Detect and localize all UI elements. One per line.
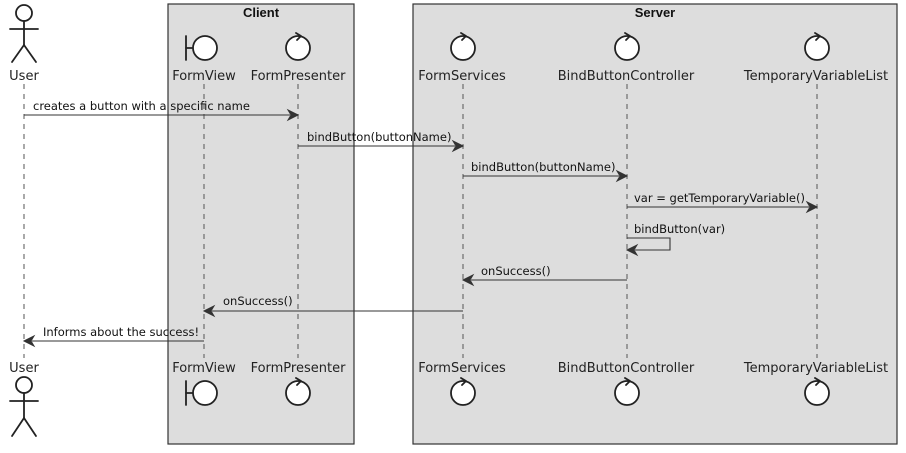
server-box-title: Server (635, 5, 675, 20)
participant-name-formservices-bottom: FormServices (418, 361, 506, 376)
participant-name-formpresenter-bottom: FormPresenter (251, 361, 347, 376)
participant-name-bindbuttoncontroller-bottom: BindButtonController (558, 361, 695, 376)
user-actor-icon-top (9, 4, 39, 63)
formservices-control-icon-bottom (450, 377, 476, 406)
user-actor-icon-bottom (9, 376, 39, 437)
message-5-label: bindButton(var) (634, 222, 725, 236)
temporaryvariablelist-control-icon-top (804, 32, 830, 61)
client-box: Client (167, 3, 355, 445)
formview-boundary-icon-bottom (185, 380, 218, 406)
message-1: creates a button with a specific name (24, 99, 300, 122)
bindbuttoncontroller-control-icon-top (614, 32, 640, 61)
server-box-background (412, 3, 898, 445)
message-2: bindButton(buttonName) (298, 130, 465, 153)
participant-name-temporaryvariablelist-bottom: TemporaryVariableList (743, 361, 888, 376)
message-3: bindButton(buttonName) (463, 160, 629, 183)
message-8-label: Informs about the success! (43, 325, 199, 339)
message-7-label: onSuccess() (223, 294, 293, 308)
participant-name-user-top: User (9, 69, 39, 84)
participant-name-bindbuttoncontroller-top: BindButtonController (558, 69, 695, 84)
bindbuttoncontroller-control-icon-bottom (614, 377, 640, 406)
message-4-label: var = getTemporaryVariable() (634, 191, 805, 205)
participant-name-formpresenter-top: FormPresenter (251, 69, 347, 84)
participant-name-user-bottom: User (9, 361, 39, 376)
message-8: Informs about the success! (22, 325, 204, 348)
message-5-self: bindButton(var) (625, 222, 725, 257)
server-box: Server (412, 3, 898, 445)
participant-name-temporaryvariablelist-top: TemporaryVariableList (743, 69, 888, 84)
message-1-label: creates a button with a specific name (33, 99, 250, 113)
participant-name-formservices-top: FormServices (418, 69, 506, 84)
formpresenter-control-icon-bottom (285, 377, 311, 406)
formview-boundary-icon-top (185, 35, 218, 61)
participant-name-formview-top: FormView (172, 69, 236, 84)
client-box-background (167, 3, 355, 445)
message-4: var = getTemporaryVariable() (627, 191, 819, 214)
formpresenter-control-icon-top (285, 32, 311, 61)
formservices-control-icon-top (450, 32, 476, 61)
client-box-title: Client (243, 5, 280, 20)
temporaryvariablelist-control-icon-bottom (804, 377, 830, 406)
message-7: onSuccess() (202, 294, 463, 318)
message-6-label: onSuccess() (481, 264, 551, 278)
message-6: onSuccess() (461, 264, 627, 287)
message-3-label: bindButton(buttonName) (471, 160, 615, 174)
message-2-label: bindButton(buttonName) (307, 130, 451, 144)
participant-name-formview-bottom: FormView (172, 361, 236, 376)
